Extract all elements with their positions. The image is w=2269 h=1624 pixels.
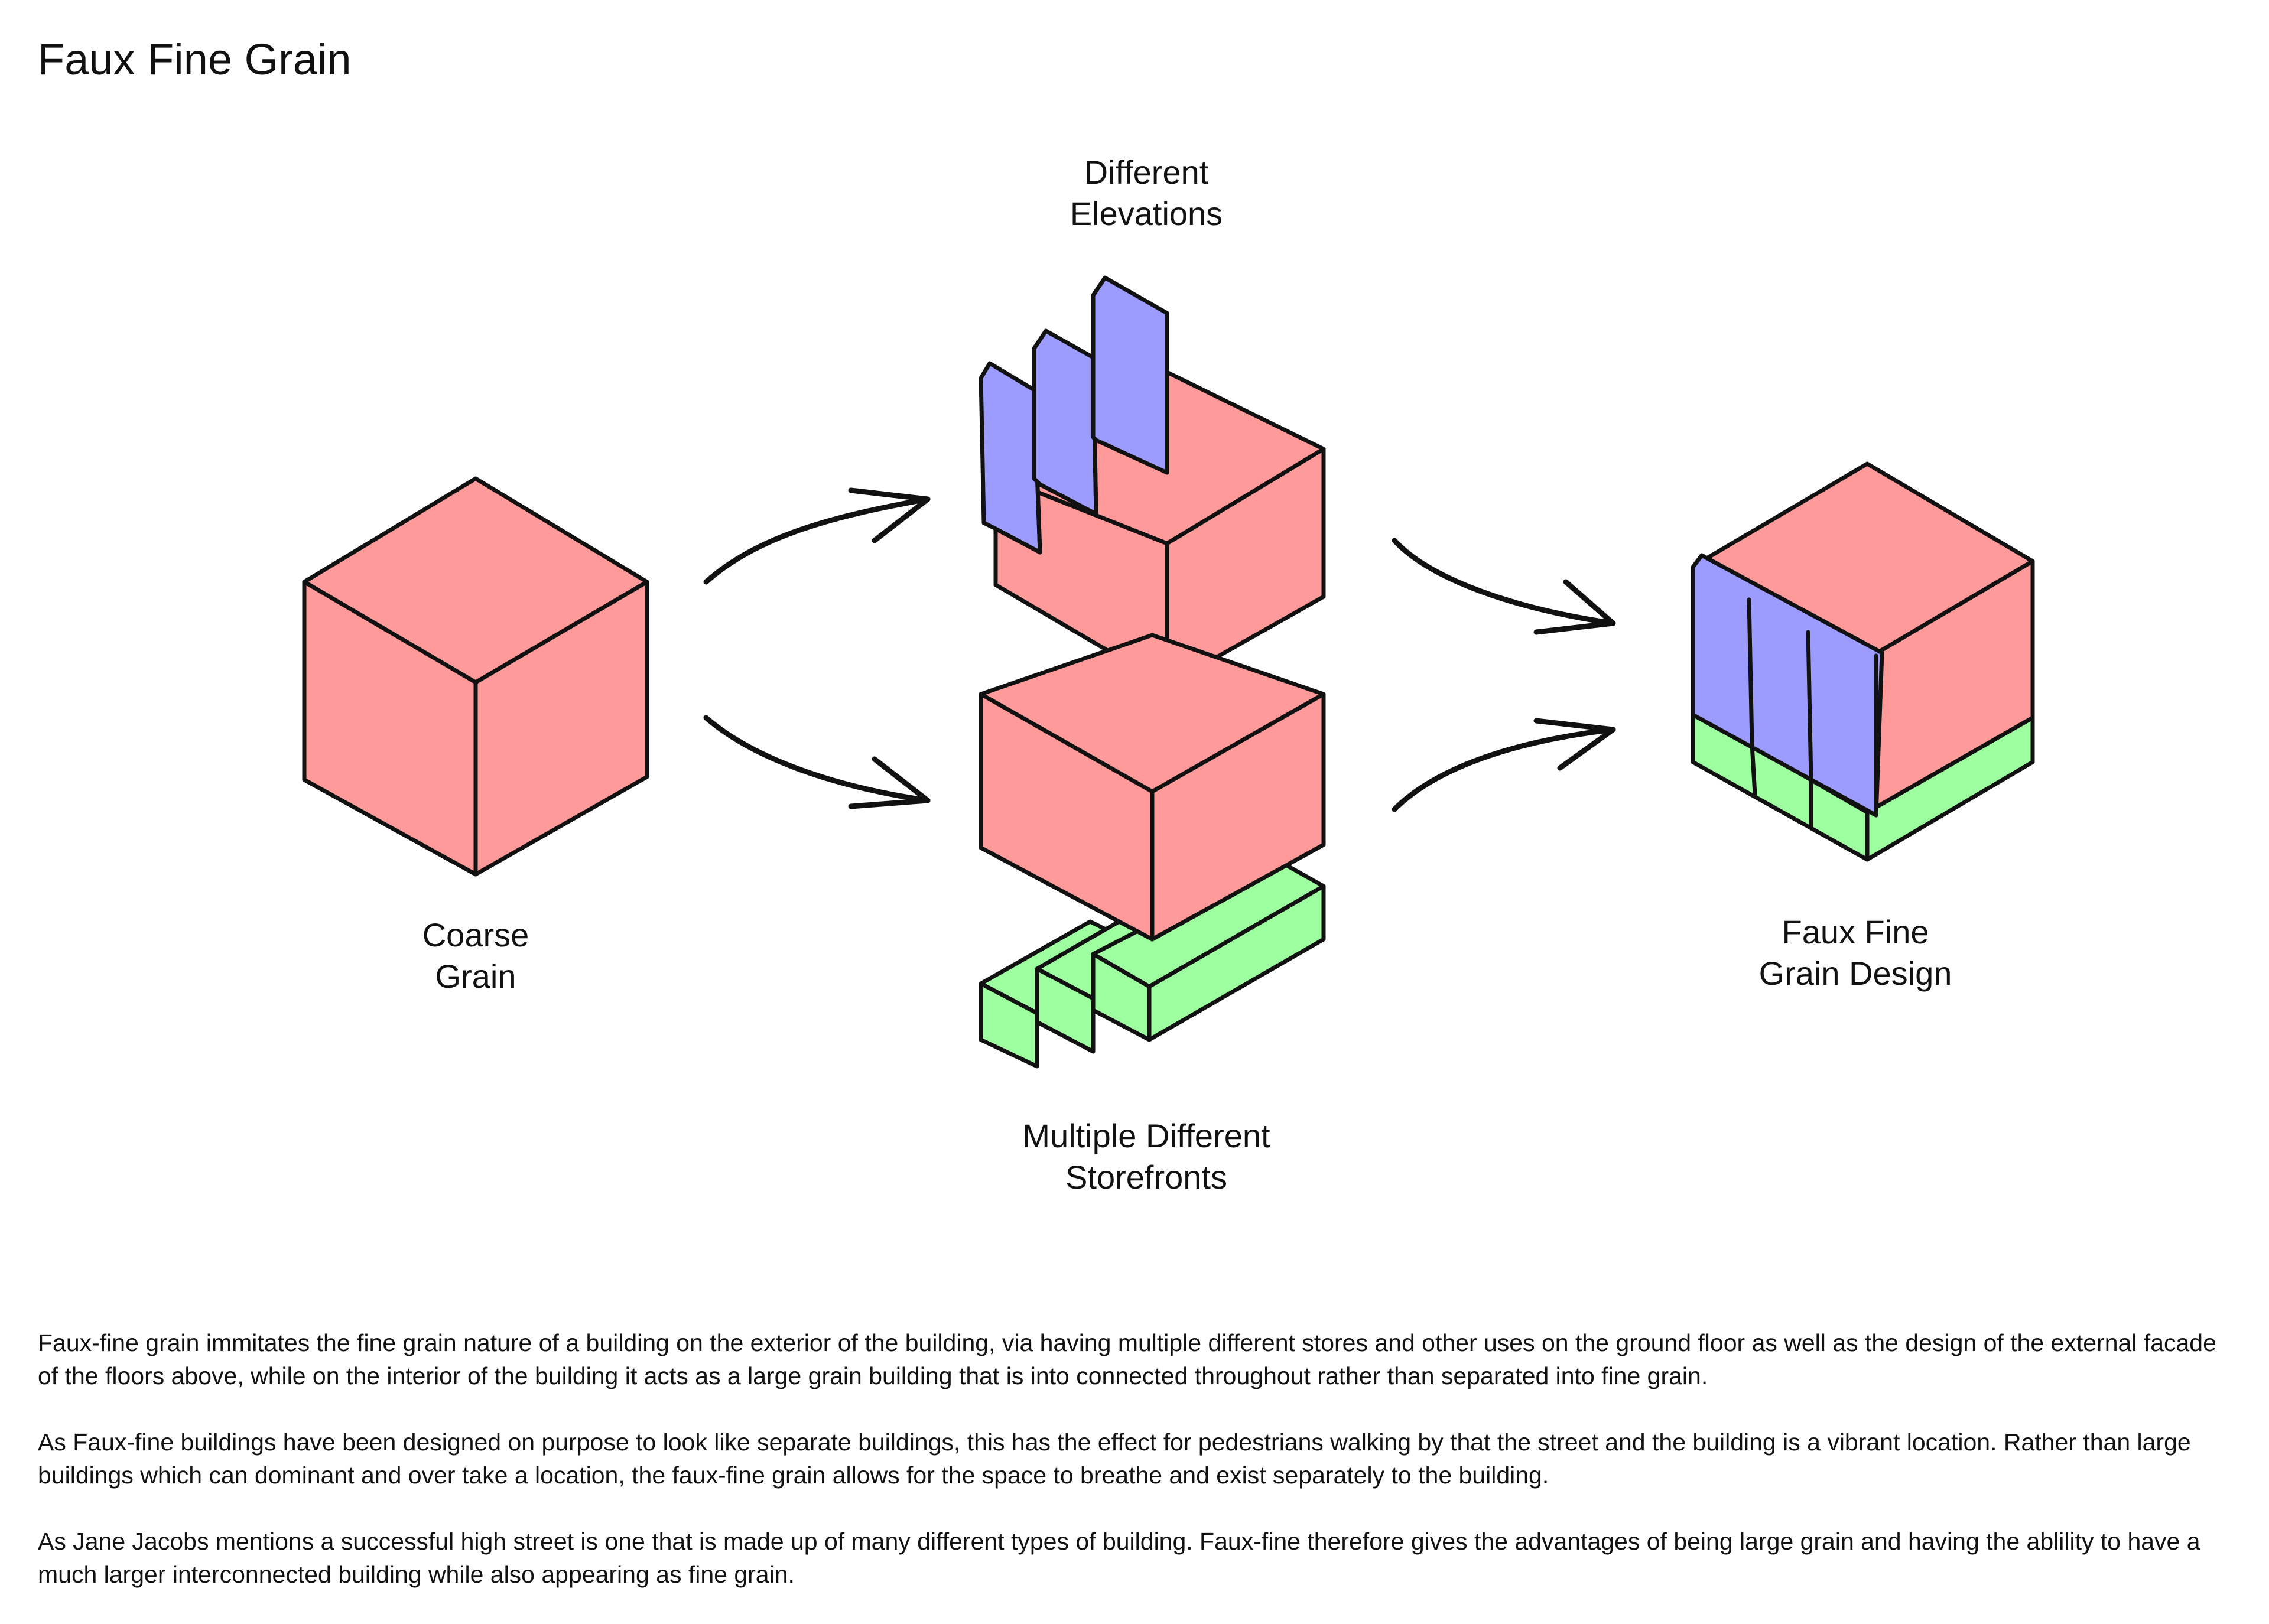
paragraph: As Jane Jacobs mentions a successful hig… bbox=[38, 1528, 2200, 1588]
arrow-coarse-to-elevations bbox=[703, 496, 931, 585]
coarse-grain-cube bbox=[302, 476, 649, 877]
storefront-2-front bbox=[1035, 966, 1096, 1054]
arrow-elevations-to-faux bbox=[1392, 538, 1616, 626]
arrow-storefronts-to-faux bbox=[1392, 727, 1616, 812]
page-title: Faux Fine Grain bbox=[38, 35, 352, 84]
faux-ground-right bbox=[1865, 715, 2035, 862]
arrow-coarse-to-storefronts-head bbox=[848, 756, 931, 809]
storefront-3-right bbox=[1147, 884, 1326, 1042]
faux-fine-cube bbox=[1691, 461, 2035, 862]
arrow-coarse-to-elevations-head bbox=[848, 487, 931, 543]
elevation-panel-2 bbox=[1032, 328, 1098, 516]
arrows bbox=[703, 487, 1616, 812]
label-different-elevations: Different Elevations bbox=[1070, 154, 1223, 232]
arrow-coarse-to-storefronts bbox=[703, 715, 931, 803]
storefronts-block-right bbox=[1150, 692, 1326, 942]
arrow-elevations-to-faux-head bbox=[1533, 579, 1616, 635]
label-faux-fine-grain-design: Faux Fine Grain Design bbox=[1758, 913, 1952, 992]
paragraph: As Faux-fine buildings have been designe… bbox=[38, 1428, 2191, 1489]
elevations-block bbox=[979, 275, 1326, 688]
elevation-panel-3 bbox=[1091, 275, 1169, 475]
paragraph: Faux-fine grain immitates the fine grain… bbox=[38, 1329, 2216, 1389]
storefronts-block bbox=[979, 633, 1326, 1069]
elevation-panel-1 bbox=[979, 361, 1042, 555]
label-coarse-grain: Coarse Grain bbox=[422, 916, 529, 995]
faux-facade-blue bbox=[1691, 553, 1884, 818]
arrow-storefronts-to-faux-head bbox=[1533, 718, 1616, 771]
description-text: Faux-fine grain immitates the fine grain… bbox=[38, 1326, 2224, 1624]
storefront-1-front bbox=[979, 981, 1039, 1069]
label-multiple-storefronts: Multiple Different Storefronts bbox=[1022, 1117, 1270, 1196]
coarse-cube-right bbox=[473, 580, 649, 877]
